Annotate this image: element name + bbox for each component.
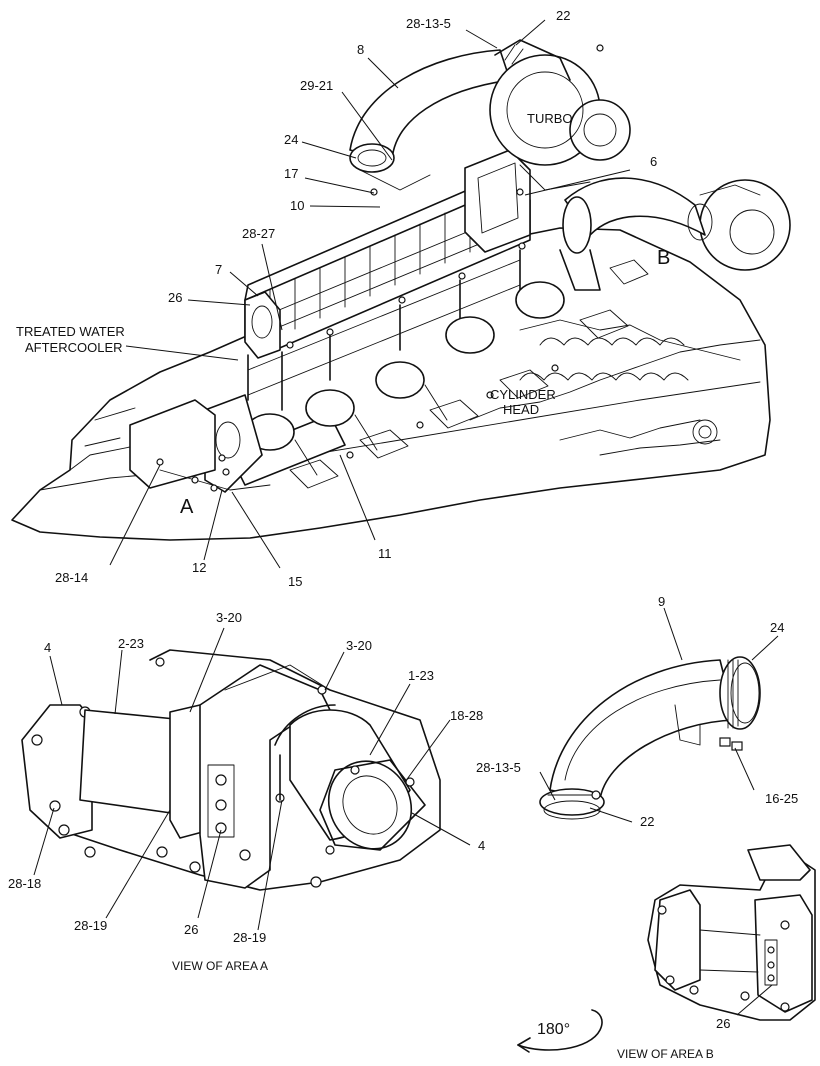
callout-labels-view-a: 4 2-23 3-20 3-20 1-23 18-28 4 28-18 28-1… <box>8 610 485 973</box>
turbo-label: TURBO <box>527 111 573 126</box>
cylinder-head-line2: HEAD <box>503 402 539 417</box>
callout-28-14: 28-14 <box>55 570 88 585</box>
callout-4-a-left: 4 <box>44 640 51 655</box>
engine-assembly-illustration <box>11 39 791 541</box>
callout-8: 8 <box>357 42 364 57</box>
view-area-b-illustration <box>647 844 816 1021</box>
callout-22-b: 22 <box>640 814 654 829</box>
callout-leaders-view-b <box>736 984 773 1016</box>
callout-26-a: 26 <box>184 922 198 937</box>
callout-10: 10 <box>290 198 304 213</box>
callout-11: 11 <box>378 546 392 561</box>
callout-labels-top: 28-13-5 22 8 29-21 24 17 10 6 28-27 7 26… <box>55 8 657 589</box>
callout-leaders-top <box>109 19 631 569</box>
callout-29-21: 29-21 <box>300 78 333 93</box>
rotation-arrow-icon <box>517 1009 603 1051</box>
callout-26-top: 26 <box>168 290 182 305</box>
callout-22-top: 22 <box>556 8 570 23</box>
callout-28-18: 28-18 <box>8 876 41 891</box>
rotation-indicator: 180° <box>517 1009 603 1053</box>
callout-24-b: 24 <box>770 620 784 635</box>
callout-labels-view-b: 26 VIEW OF AREA B <box>617 1016 730 1061</box>
callout-28-13-5-b: 28-13-5 <box>476 760 521 775</box>
assembly-labels: TURBO TREATED WATER AFTERCOOLER CYLINDER… <box>16 111 670 518</box>
callout-6: 6 <box>650 154 657 169</box>
callout-28-27: 28-27 <box>242 226 275 241</box>
area-b-marker: B <box>657 247 670 269</box>
callout-28-13-5-top: 28-13-5 <box>406 16 451 31</box>
view-area-a-illustration <box>21 649 441 891</box>
callout-leaders-view-a <box>33 627 471 931</box>
callout-24-top: 24 <box>284 132 298 147</box>
callout-2-23: 2-23 <box>118 636 144 651</box>
treated-water-aftercooler-label-2: AFTERCOOLER <box>25 340 123 355</box>
callout-3-20-a-left: 3-20 <box>216 610 242 625</box>
callout-4-a-right: 4 <box>478 838 485 853</box>
view-area-a-caption: VIEW OF AREA A <box>172 959 268 973</box>
cylinder-head-label: CYLINDER <box>490 387 556 402</box>
treated-water-aftercooler-label: TREATED WATER <box>16 324 125 339</box>
treated-water-line2: AFTERCOOLER <box>25 340 123 355</box>
callout-7: 7 <box>215 262 222 277</box>
callout-1-23: 1-23 <box>408 668 434 683</box>
callout-18-28: 18-28 <box>450 708 483 723</box>
area-a-marker: A <box>180 496 194 518</box>
view-area-b-caption: VIEW OF AREA B <box>617 1047 714 1061</box>
callout-3-20-a-right: 3-20 <box>346 638 372 653</box>
callout-15: 15 <box>288 574 302 589</box>
callout-28-19-a-left: 28-19 <box>74 918 107 933</box>
rotation-label: 180° <box>537 1021 570 1038</box>
callout-labels-pipe-detail: 9 24 28-13-5 16-25 22 <box>476 594 798 829</box>
callout-9: 9 <box>658 594 665 609</box>
callout-leaders-pipe-detail <box>539 607 779 823</box>
cylinder-head-line1: CYLINDER <box>490 387 556 402</box>
treated-water-line1: TREATED WATER <box>16 324 125 339</box>
pipe-detail-illustration <box>539 656 761 820</box>
callout-17: 17 <box>284 166 298 181</box>
callout-26-b: 26 <box>716 1016 730 1031</box>
callout-16-25: 16-25 <box>765 791 798 806</box>
cylinder-head-label-2: HEAD <box>503 402 539 417</box>
callout-28-19-a-right: 28-19 <box>233 930 266 945</box>
callout-12: 12 <box>192 560 206 575</box>
